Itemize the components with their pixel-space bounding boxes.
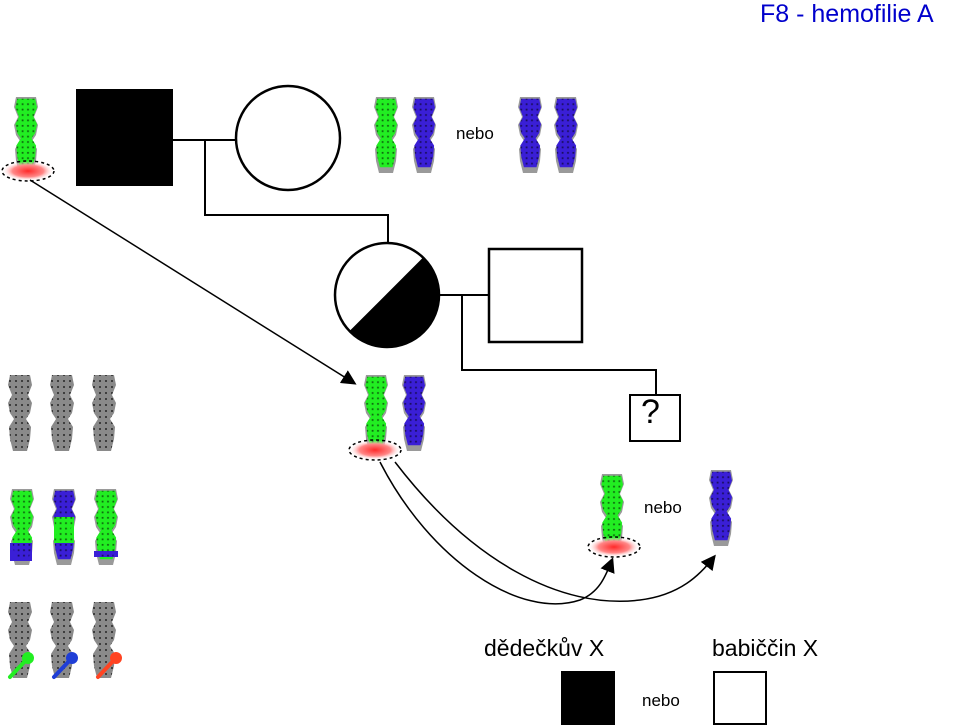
gray-chromosome-2 xyxy=(50,375,74,451)
crossover-pins xyxy=(8,652,122,679)
grandmother-alt-chromosome-blue-1 xyxy=(518,97,542,173)
son-chromosome-blue xyxy=(709,470,733,546)
son-unknown-square xyxy=(629,394,681,442)
legend-grandfather-label: dědečkův X xyxy=(484,635,605,661)
legend-grandmother-square xyxy=(713,671,767,725)
recombinant-chromosome-2 xyxy=(52,489,76,565)
gray-chromosome-1 xyxy=(8,375,32,451)
legend-nebo-label: nebo xyxy=(642,691,680,710)
inheritance-arrows xyxy=(29,179,716,605)
grandmother-circle xyxy=(234,84,342,192)
grandfather-affected-square xyxy=(76,89,173,186)
question-mark: ? xyxy=(641,393,660,431)
nebo-label-son: nebo xyxy=(644,498,682,517)
nebo-label-top: nebo xyxy=(456,124,494,143)
grandmother-chromosome-blue xyxy=(412,97,436,173)
arrow-mother-to-son-green xyxy=(379,461,615,605)
arrow-mother-to-son-blue xyxy=(394,461,716,602)
legend-grandmother-label: babiččin X xyxy=(712,635,819,661)
grandmother-chromosome-green xyxy=(374,97,398,173)
carrier-half-fill xyxy=(350,258,440,348)
son-mutation-marker xyxy=(587,536,641,558)
pedigree-lines xyxy=(172,139,657,395)
grandmother-alt-chromosome-blue-2 xyxy=(554,97,578,173)
page-title: F8 - hemofilie A xyxy=(760,0,934,28)
mother-mutation-marker xyxy=(348,439,402,461)
mutation-marker xyxy=(1,160,55,182)
recombinant-chromosome-3 xyxy=(94,489,118,565)
crossover-chromosome-3 xyxy=(92,602,116,678)
legend-grandfather-square xyxy=(561,671,615,725)
recombinant-chromosome-1 xyxy=(10,489,34,565)
arrow-grandfather-to-mother xyxy=(29,179,357,385)
gray-chromosome-3 xyxy=(92,375,116,451)
mother-chromosome-green xyxy=(364,375,388,451)
mother-chromosome-blue xyxy=(402,375,426,451)
father-square xyxy=(487,247,584,344)
